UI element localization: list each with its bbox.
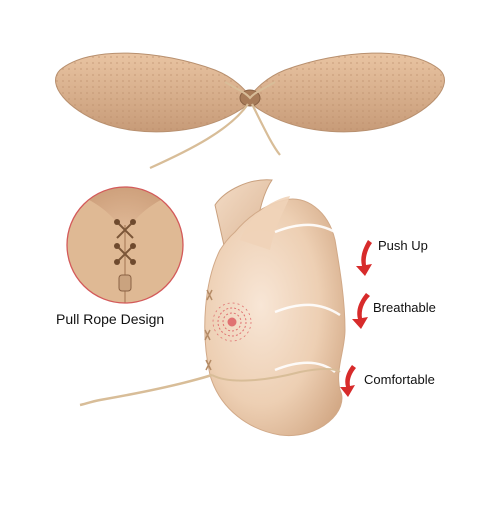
breathable-arrow-icon xyxy=(352,293,370,329)
pull-rope-detail-circle xyxy=(66,186,184,304)
breathable-label: Breathable xyxy=(373,300,436,315)
top-pad-image xyxy=(55,52,445,170)
push-up-arrow-icon xyxy=(356,240,372,276)
breathable-vent-icon xyxy=(212,302,252,342)
comfortable-label: Comfortable xyxy=(364,372,435,387)
push-up-label: Push Up xyxy=(378,238,428,253)
pull-rope-design-label: Pull Rope Design xyxy=(56,311,165,327)
cup-side-image xyxy=(79,179,346,437)
comfortable-arrow-icon xyxy=(340,365,356,397)
